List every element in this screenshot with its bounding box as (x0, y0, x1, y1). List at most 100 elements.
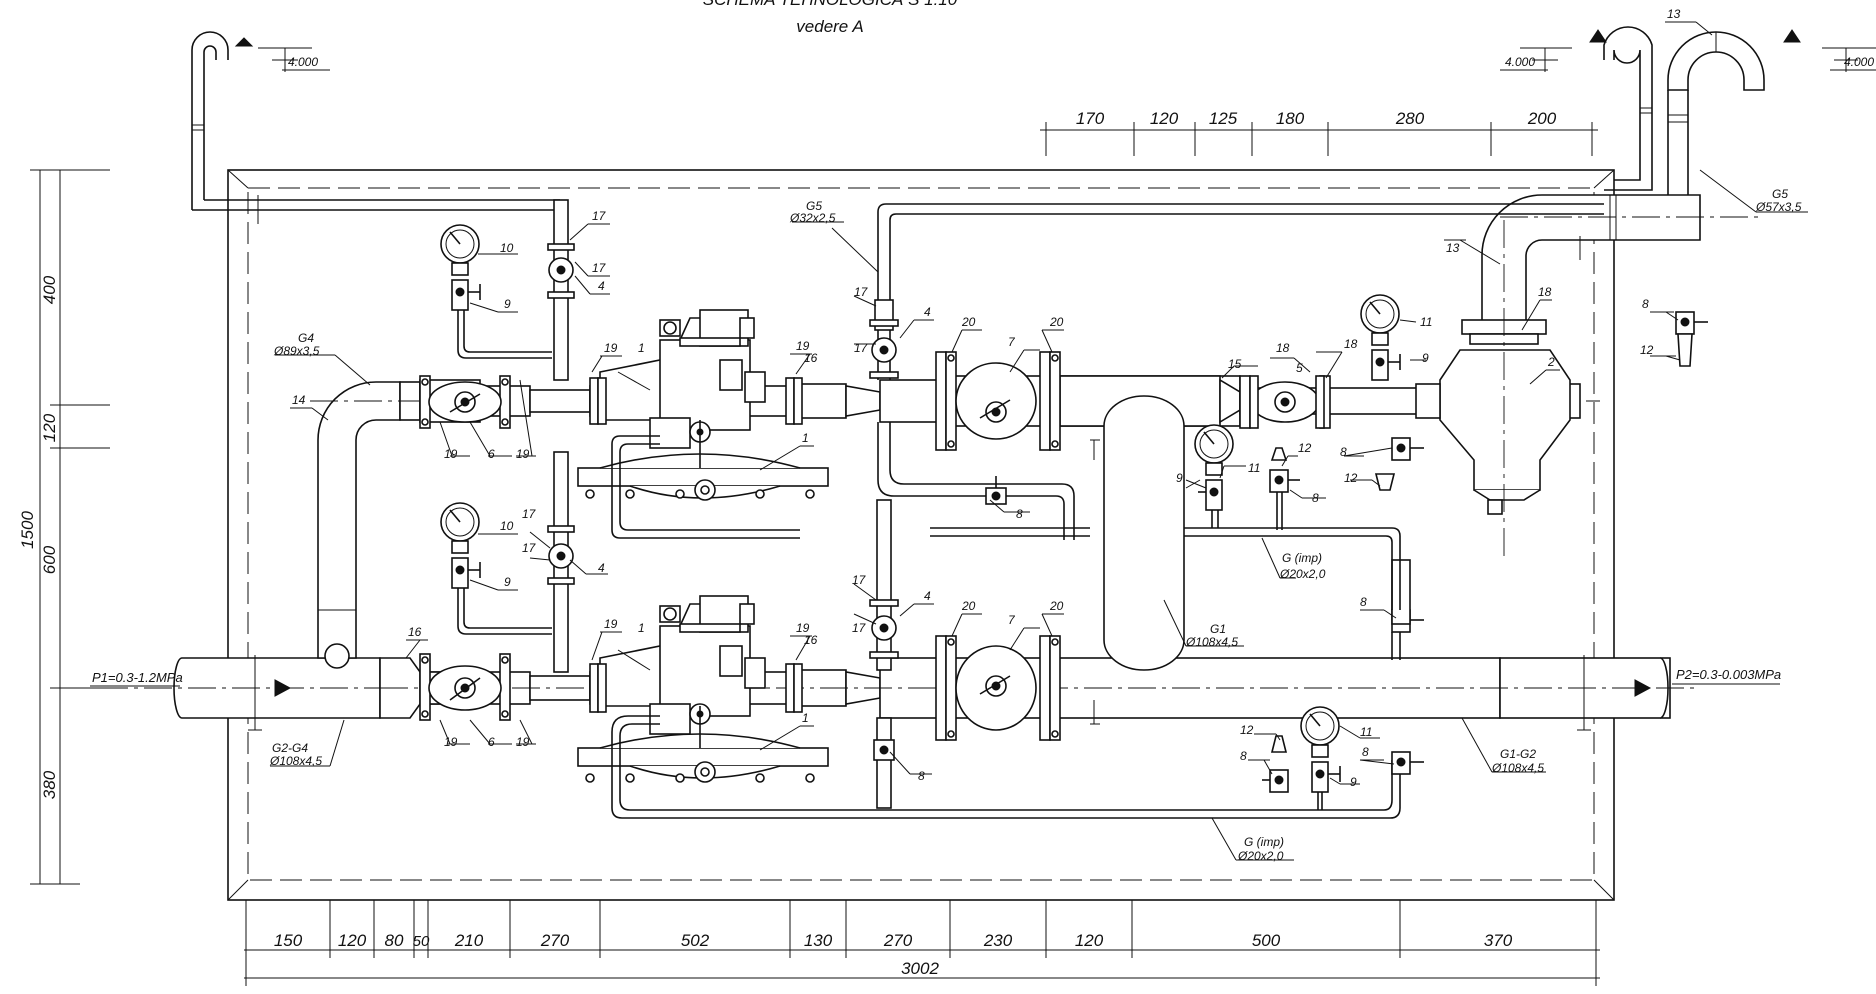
item-17-f: 17 (854, 341, 869, 355)
drawing-subtitle: vedere A (796, 17, 863, 36)
item-14: 14 (292, 393, 306, 407)
bottom-dim-13: 370 (1484, 931, 1513, 950)
item-12-b: 12 (1344, 471, 1358, 485)
item-9-mid: 9 (1176, 471, 1183, 485)
elevation-label-left: 4.000 (288, 55, 318, 69)
manometer-10-lower (440, 502, 552, 635)
inlet-pressure-label: P1=0.3-1.2MPa (92, 670, 183, 685)
item-17-g: 17 (852, 573, 867, 587)
filter-7-lower (955, 645, 1037, 731)
item-1-b: 1 (638, 621, 645, 635)
drawing-title: SCHEMA TEHNOLOGICĂ S 1:10 (703, 0, 958, 9)
item-4-b: 4 (598, 561, 605, 575)
item-11-lower: 11 (1360, 725, 1372, 739)
item-18-b: 18 (1344, 337, 1358, 351)
bottom-dim-5: 210 (454, 931, 484, 950)
top-dim-6: 200 (1527, 109, 1557, 128)
item-1-a: 1 (638, 341, 645, 355)
regulator-1-lower (577, 595, 1401, 819)
flanges-lower (589, 635, 1061, 741)
item-4-a: 4 (598, 279, 605, 293)
left-dimension-chain: 400 120 600 380 1500 (18, 169, 110, 885)
manometer-11-middle (1194, 424, 1234, 528)
valve-6-lower (419, 653, 511, 721)
item-4-d: 4 (924, 589, 931, 603)
item-4-c: 4 (924, 305, 931, 319)
bottom-dim-2: 120 (338, 931, 367, 950)
pipe-labels: G4 Ø89x3,5 G2-G4 Ø108x4,5 G5 Ø32x2,5 G5 … (269, 187, 1802, 863)
item-numbers: 14 16 10 9 10 9 17 17 4 17 17 4 19 1 19 … (290, 209, 1654, 789)
left-dim-4: 380 (40, 770, 59, 799)
pipe-label-gimp-lower-name: G (imp) (1244, 835, 1284, 849)
item-8-h: 8 (1642, 297, 1649, 311)
top-dim-3: 125 (1209, 109, 1238, 128)
item-7-a: 7 (1008, 335, 1016, 349)
item-18-a: 18 (1276, 341, 1290, 355)
cabinet-outline (227, 169, 1615, 901)
item-8-c: 8 (1312, 491, 1319, 505)
filter-7-upper (955, 362, 1037, 440)
item-19-b: 19 (604, 617, 618, 631)
pipe-label-g5-left-name: G5 (806, 199, 822, 213)
left-dim-1: 400 (40, 275, 59, 304)
pipe-label-g1g2-size: Ø108x4,5 (1491, 761, 1544, 775)
item-16-a: 16 (804, 351, 818, 365)
flanges-upper (589, 351, 1325, 451)
purge-valves-17-4 (547, 199, 899, 809)
bottom-dim-4: 50 (413, 933, 430, 950)
item-19-e: 19 (444, 447, 458, 461)
left-dim-2: 120 (40, 413, 59, 442)
item-5: 5 (1296, 361, 1303, 375)
item-18-c: 18 (1538, 285, 1552, 299)
item-17-c: 17 (522, 507, 537, 521)
item-8-a: 8 (1016, 507, 1023, 521)
pipe-label-gimp-upper-name: G (imp) (1282, 551, 1322, 565)
elevation-label-right: 4.000 (1505, 55, 1535, 69)
pipe-label-g5-right-size: Ø57x3,5 (1755, 200, 1802, 214)
outlet-pressure-label: P2=0.3-0.003MPa (1676, 667, 1781, 682)
left-dim-3: 600 (40, 545, 59, 574)
bottom-dim-7: 502 (681, 931, 710, 950)
item-19-a: 19 (604, 341, 618, 355)
item-20-b: 20 (1049, 315, 1064, 329)
item-17-d: 17 (522, 541, 537, 555)
item-11-mid: 11 (1248, 461, 1260, 475)
leader-lines (270, 169, 1808, 861)
item-17-a: 17 (592, 209, 607, 223)
bottom-dim-11: 120 (1075, 931, 1104, 950)
bottom-dim-10: 230 (983, 931, 1013, 950)
right-vent-pipe-small (1589, 26, 1653, 191)
bottom-dim-6: 270 (540, 931, 570, 950)
item-8-b: 8 (918, 769, 925, 783)
pipe-label-gimp-upper-size: Ø20x2,0 (1279, 567, 1326, 581)
pipe-label-g2g4-size: Ø108x4,5 (269, 754, 322, 768)
top-dim-5: 280 (1395, 109, 1425, 128)
g4-riser (317, 381, 401, 669)
pipe-label-g2g4-name: G2-G4 (272, 741, 308, 755)
item-19-h: 19 (516, 735, 530, 749)
item-8-g: 8 (1362, 745, 1369, 759)
g1-vertical-header (1090, 395, 1185, 725)
item-13: 13 (1446, 241, 1460, 255)
left-dim-total: 1500 (18, 511, 37, 549)
top-dim-1: 170 (1076, 109, 1105, 128)
item-9-lower: 9 (504, 575, 511, 589)
manometer-11-lower (1300, 706, 1341, 810)
item-6-upper: 6 (488, 447, 495, 461)
item-19-f: 19 (516, 447, 530, 461)
manometer-11-upper (1360, 294, 1401, 381)
item-9-lower-right: 9 (1350, 775, 1357, 789)
pipe-label-g5-left-size: Ø32x2,5 (789, 211, 836, 225)
item-2: 2 (1547, 355, 1555, 369)
item-13-top: 13 (1667, 7, 1681, 21)
left-vent-pipe (191, 31, 560, 224)
pipe-label-g4-name: G4 (298, 331, 314, 345)
top-dim-2: 120 (1150, 109, 1179, 128)
item-7-b: 7 (1008, 613, 1016, 627)
valve-6-upper (419, 375, 511, 429)
item-12-c: 12 (1240, 723, 1254, 737)
regulator-1-upper (577, 309, 829, 539)
bottom-dim-9: 270 (883, 931, 913, 950)
top-dimension-chain: 170 120 125 180 280 200 (1040, 109, 1598, 156)
